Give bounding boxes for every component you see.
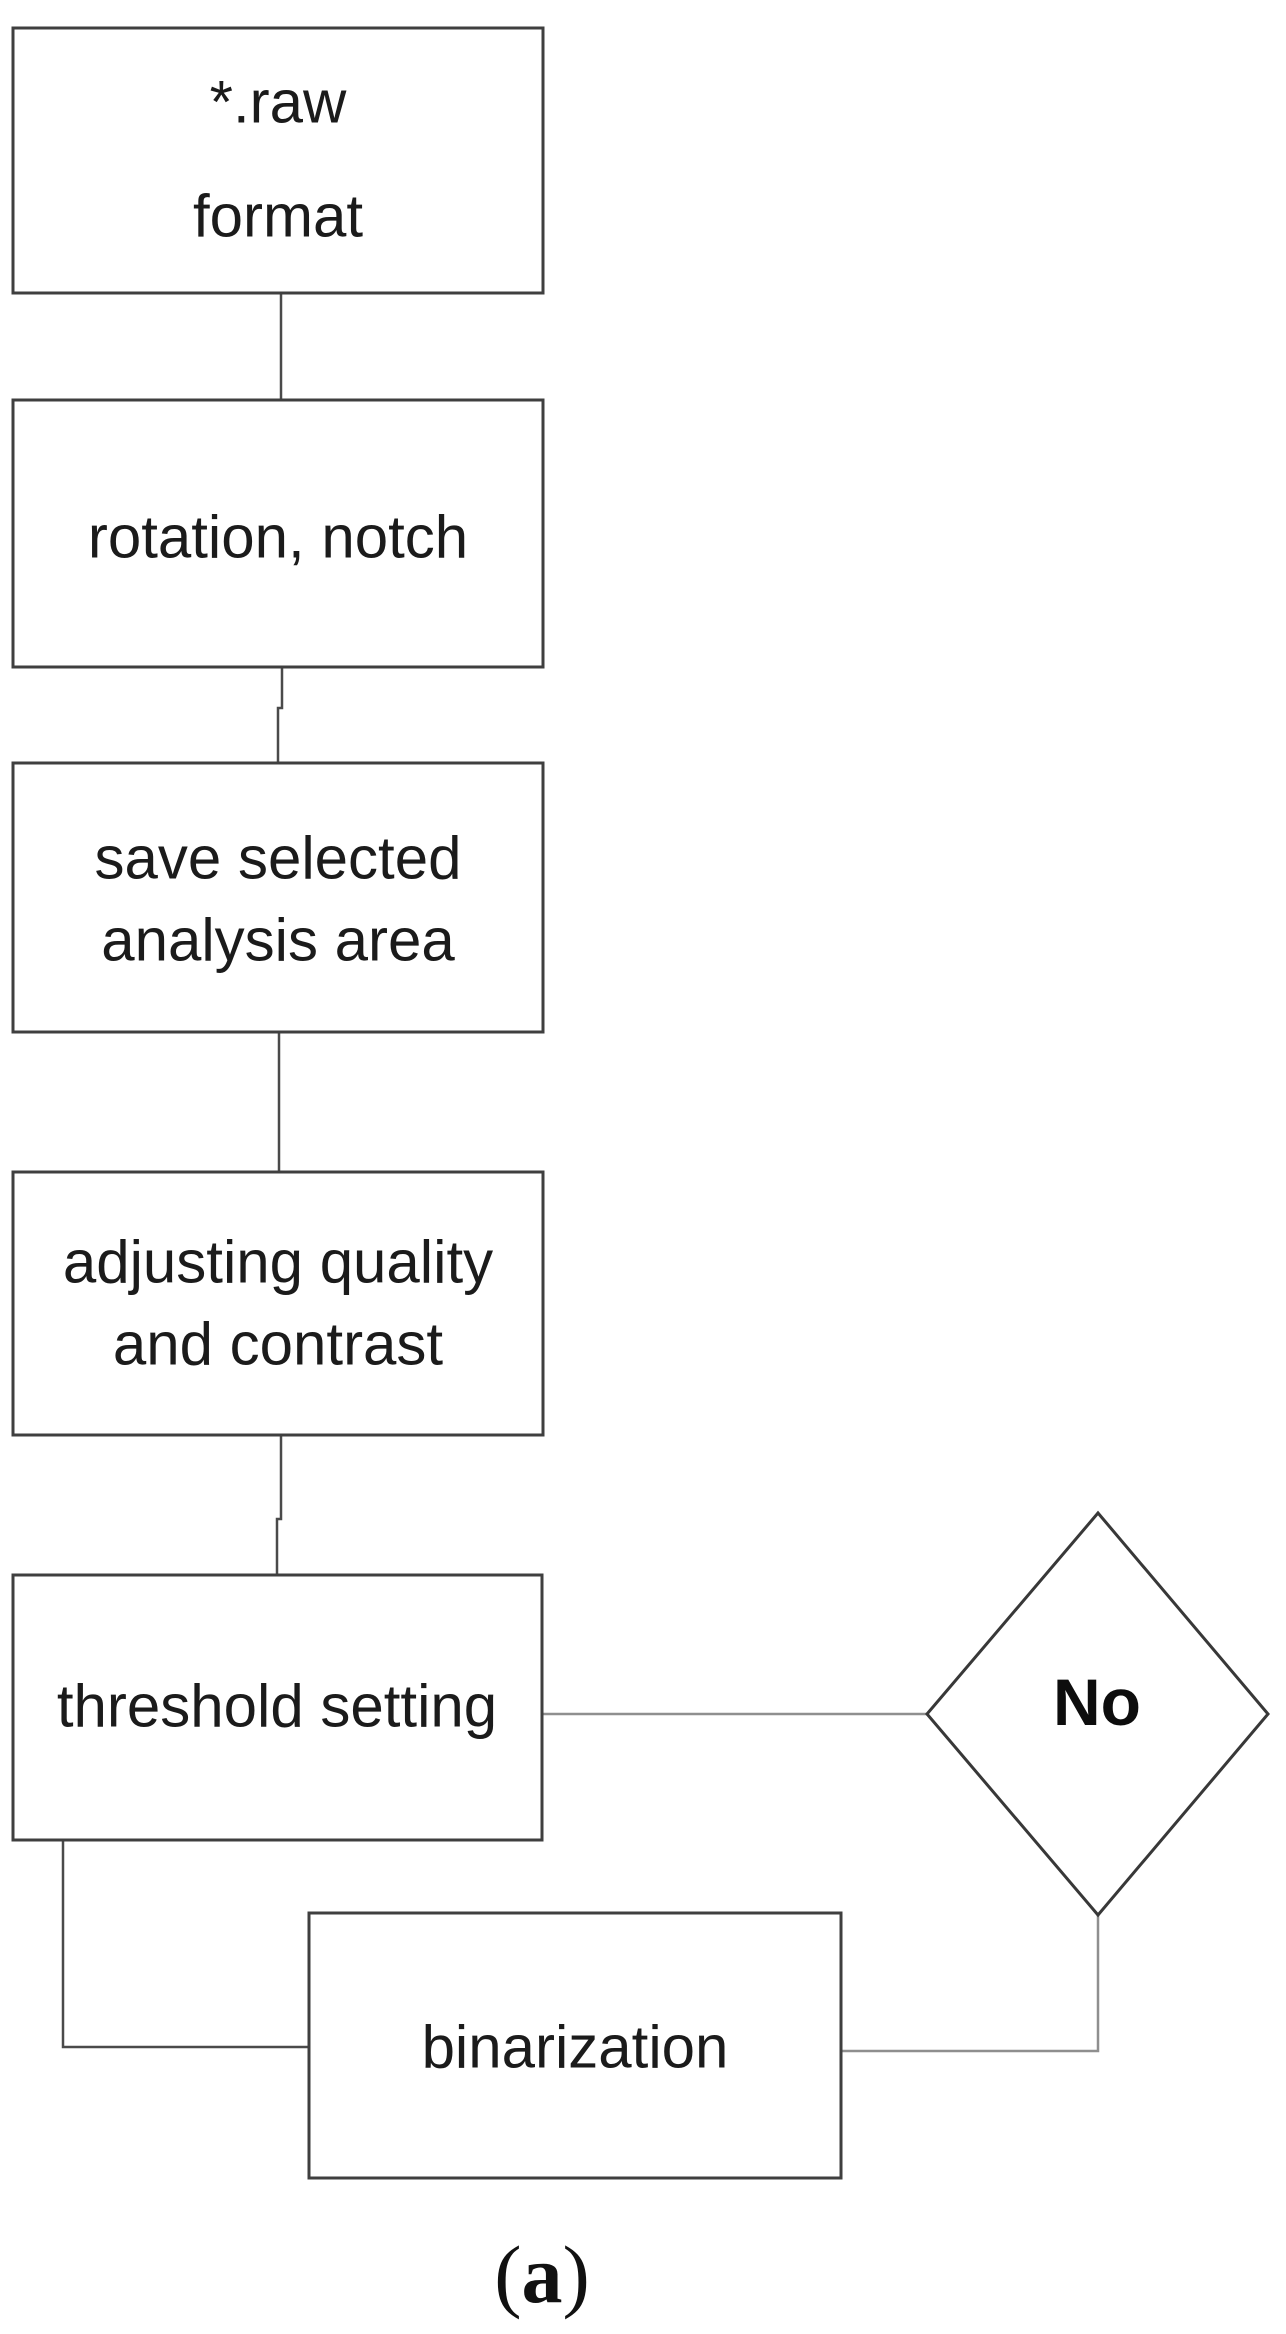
- threshold-label: threshold setting: [57, 1673, 497, 1740]
- adjust-quality-label-line1: adjusting quality: [63, 1229, 493, 1296]
- rotation-notch-label: rotation, notch: [88, 504, 468, 571]
- connector-rotation-to-save: [276, 667, 284, 763]
- save-area-label-line1: save selected: [95, 825, 462, 892]
- panel-label-close-paren: ): [563, 2229, 590, 2320]
- raw-format-box: [11, 26, 545, 295]
- decision-diamond: [925, 1510, 1270, 1918]
- panel-label-letter: a: [522, 2229, 563, 2320]
- binarization-label: binarization: [422, 2014, 729, 2081]
- panel-label-open-paren: (: [494, 2229, 521, 2320]
- adjust-quality-label-line2: and contrast: [113, 1311, 444, 1378]
- connector-adjust-to-threshold: [275, 1435, 283, 1575]
- decision-label: No: [1053, 1665, 1141, 1739]
- panel-label: (a): [494, 2229, 590, 2320]
- save-area-box: [11, 761, 545, 1034]
- raw-format-label-line1: *.raw: [210, 69, 347, 136]
- connector-threshold-to-binarization: [61, 1840, 309, 2049]
- binarization-box: [307, 1911, 843, 2180]
- threshold-box: [11, 1573, 544, 1842]
- rotation-notch-box: [11, 398, 545, 669]
- connector-decision-to-binarization: [841, 1915, 1100, 2053]
- adjust-quality-box: [11, 1170, 545, 1437]
- raw-format-label-line2: format: [193, 183, 363, 250]
- save-area-label-line2: analysis area: [101, 907, 455, 974]
